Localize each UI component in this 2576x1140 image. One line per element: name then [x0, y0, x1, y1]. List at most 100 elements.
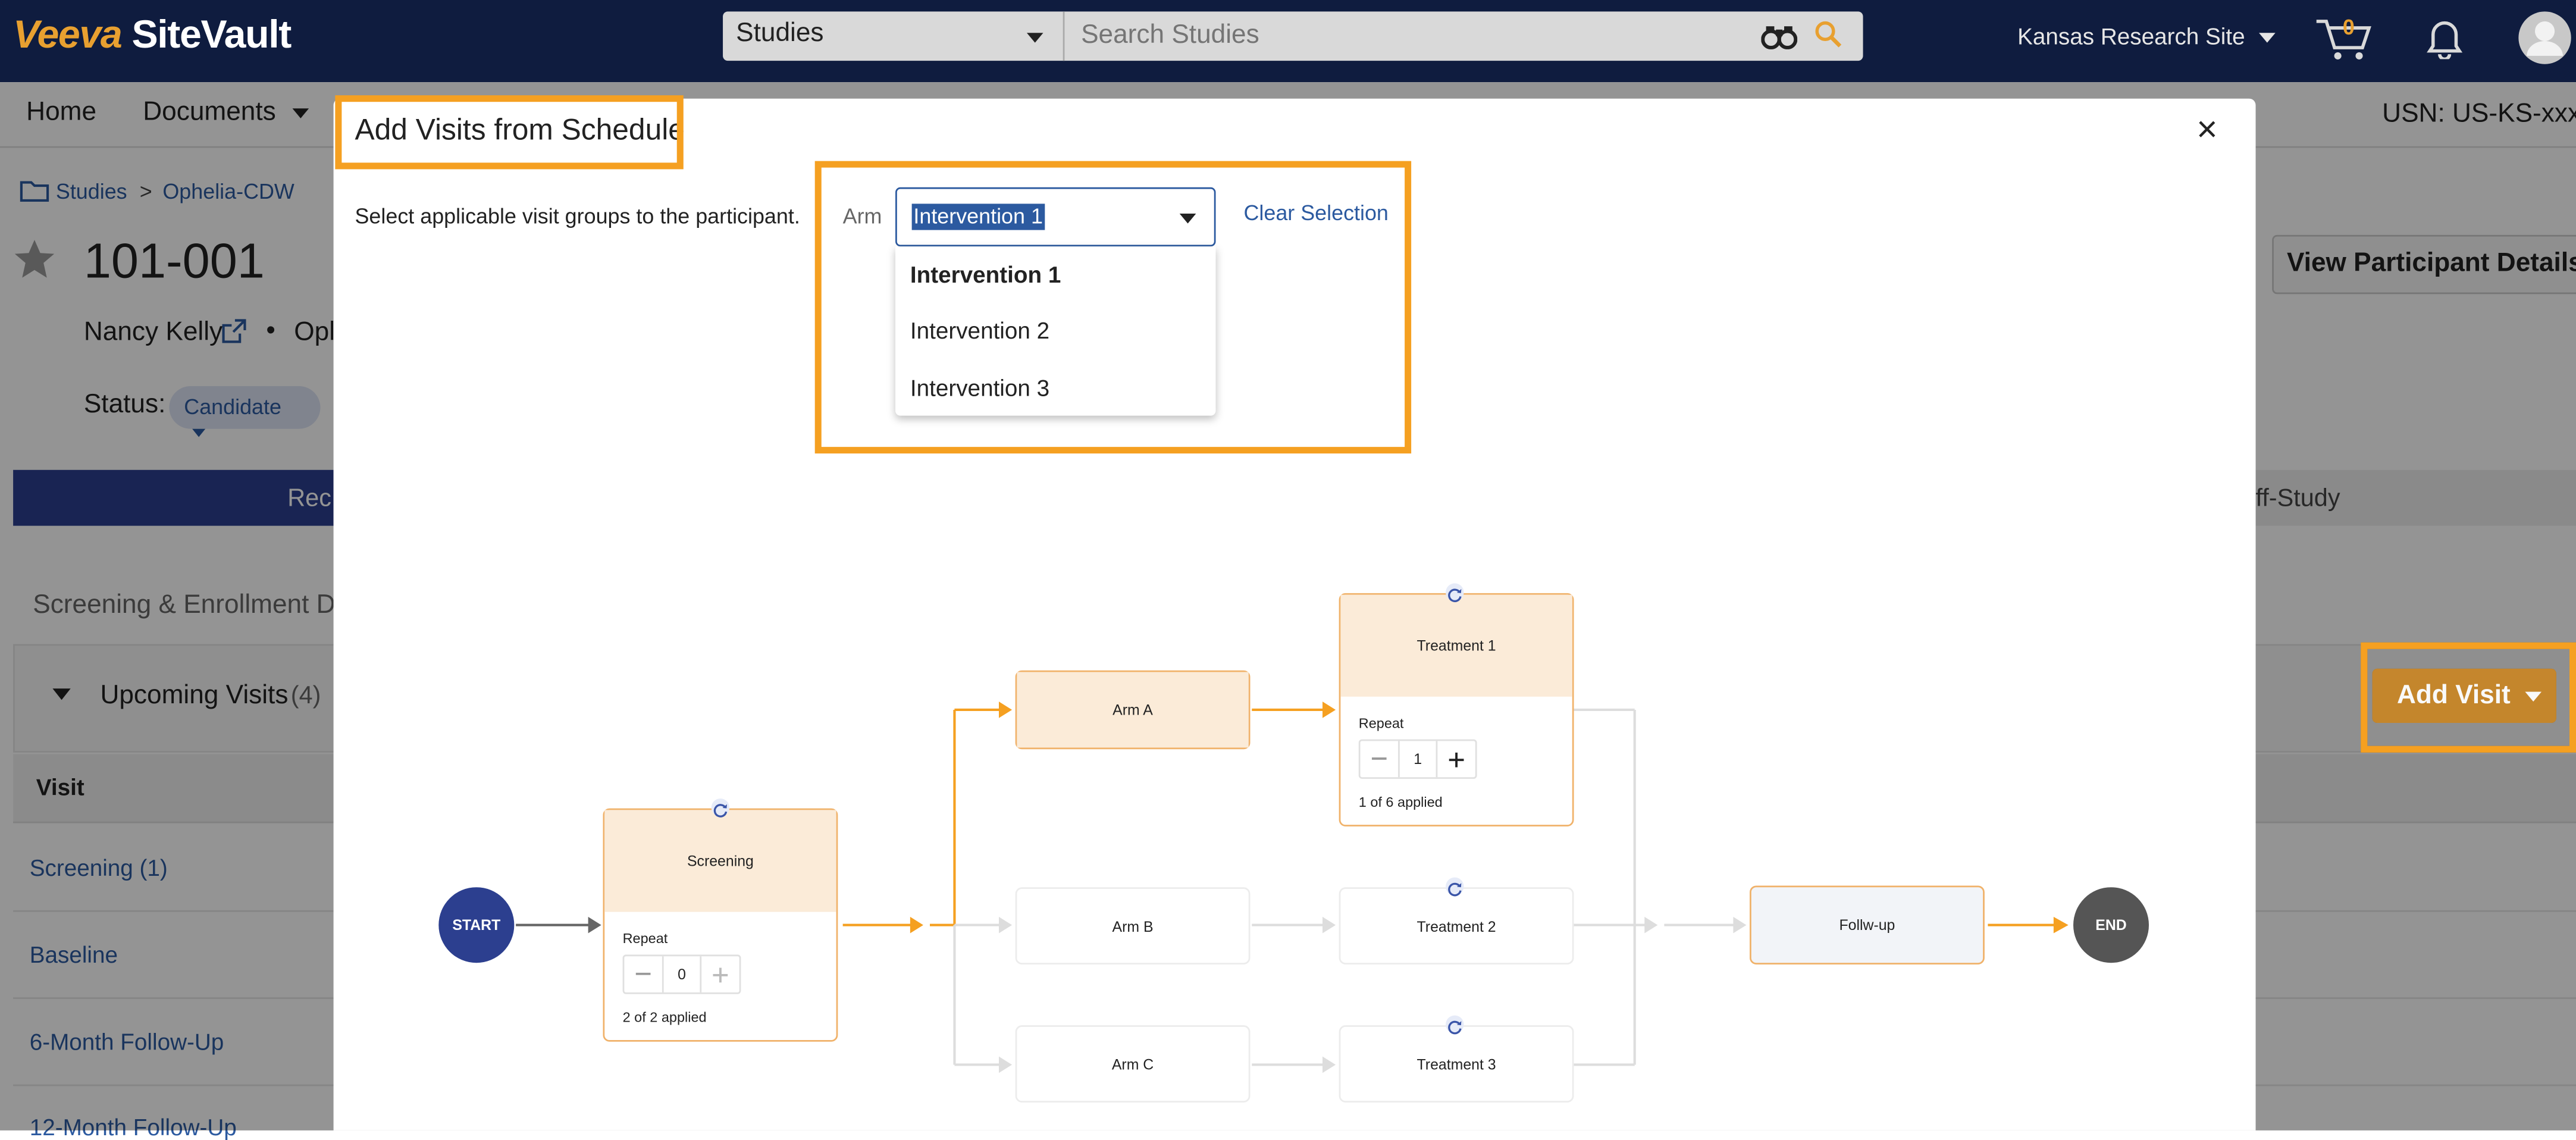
- node-label: Treatment 1: [1340, 594, 1572, 697]
- arrow-head: [998, 701, 1013, 718]
- nav-documents-label: Documents: [143, 98, 276, 127]
- arrow-head: [588, 916, 601, 934]
- applied-count: 1 of 6 applied: [1358, 793, 1443, 810]
- flow-node-treatment-1[interactable]: Treatment 1 Repeat 1 1 of 6 applied: [1339, 593, 1574, 827]
- logo-brand: Veeva: [13, 13, 123, 58]
- repeat-label: Repeat: [622, 930, 668, 947]
- tab-recruit[interactable]: Rec: [287, 484, 331, 513]
- arrow-head: [998, 916, 1013, 934]
- progress-bar-rest: [2255, 469, 2576, 526]
- breadcrumb-studies[interactable]: Studies: [55, 179, 127, 204]
- app-logo[interactable]: Veeva SiteVault: [13, 13, 292, 59]
- section-screening-enrollment[interactable]: Screening & Enrollment De: [33, 591, 350, 620]
- arm-option[interactable]: Intervention 3: [910, 374, 1050, 401]
- arrow-head: [2053, 916, 2069, 934]
- chevron-down-icon: [2258, 33, 2275, 43]
- plus-icon[interactable]: [1437, 741, 1475, 777]
- refresh-icon[interactable]: [1446, 1015, 1464, 1035]
- clear-selection-link[interactable]: Clear Selection: [1243, 200, 1389, 226]
- node-label: Arm A: [1017, 672, 1249, 748]
- flow-node-arm-a[interactable]: Arm A: [1015, 670, 1251, 750]
- logo-product: SiteVault: [131, 13, 292, 58]
- stepper-value: 0: [662, 956, 701, 992]
- visit-row-link[interactable]: Screening (1): [29, 854, 168, 881]
- bell-icon[interactable]: [2425, 17, 2464, 59]
- progress-bar-active: [13, 469, 334, 526]
- arrow-head: [910, 916, 923, 934]
- flow-node-arm-b[interactable]: Arm B: [1015, 887, 1251, 965]
- search-scope-value: Studies: [736, 20, 824, 48]
- folder-icon: [20, 181, 49, 202]
- stepper-value: 1: [1398, 741, 1437, 778]
- arm-dropdown-menu: Intervention 1 Intervention 2 Interventi…: [895, 246, 1216, 416]
- flow-node-followup[interactable]: Follw-up: [1749, 885, 1985, 965]
- cart-icon[interactable]: [2313, 15, 2376, 61]
- refresh-icon[interactable]: [711, 798, 730, 818]
- flow-node-treatment-3[interactable]: Treatment 3: [1339, 1025, 1574, 1103]
- tab-off-study[interactable]: ff-Study: [2255, 484, 2340, 513]
- participant-name: Nancy Kelly: [83, 318, 223, 347]
- arm-option[interactable]: Intervention 1: [910, 261, 1061, 288]
- column-visit: Visit: [36, 773, 84, 800]
- flow-node-screening[interactable]: Screening Repeat 0 2 of 2 applied: [603, 808, 838, 1042]
- minus-icon[interactable]: [624, 956, 662, 992]
- external-link-icon[interactable]: [222, 319, 246, 343]
- arrow-head: [1323, 1056, 1336, 1073]
- search-scope-select[interactable]: Studies: [723, 11, 1065, 61]
- applied-count: 2 of 2 applied: [622, 1009, 707, 1026]
- repeat-stepper[interactable]: 0: [622, 954, 741, 994]
- upcoming-visits-title[interactable]: Upcoming Visits: [100, 682, 289, 710]
- arrow-head: [998, 1056, 1013, 1073]
- modal-instruction: Select applicable visit groups to the pa…: [355, 203, 800, 228]
- cart-count: 0: [2342, 14, 2355, 40]
- visit-row-link[interactable]: Baseline: [29, 941, 118, 968]
- binoculars-icon[interactable]: [1761, 23, 1798, 49]
- flow-node-treatment-2[interactable]: Treatment 2: [1339, 887, 1574, 965]
- upcoming-visits-count: (4): [290, 682, 321, 710]
- modal-title: Add Visits from Schedule: [355, 113, 685, 146]
- node-label: Arm B: [1112, 917, 1154, 934]
- breadcrumb-study[interactable]: Ophelia-CDW: [162, 179, 294, 204]
- arrow-head: [1323, 916, 1336, 934]
- avatar-icon[interactable]: [2517, 10, 2573, 66]
- node-label: Treatment 2: [1417, 917, 1496, 934]
- separator-dot: •: [266, 317, 275, 345]
- chevron-down-icon: [1179, 213, 1196, 224]
- chevron-down-icon: [293, 108, 310, 118]
- breadcrumb-separator: >: [139, 179, 152, 204]
- refresh-icon[interactable]: [1446, 583, 1464, 603]
- chevron-down-icon: [2524, 691, 2541, 701]
- arm-option[interactable]: Intervention 2: [910, 317, 1050, 344]
- flow-node-arm-c[interactable]: Arm C: [1015, 1025, 1251, 1103]
- participant-study: Opl: [294, 318, 336, 347]
- arrow-head: [1733, 916, 1747, 934]
- status-badge[interactable]: Candidate: [169, 386, 321, 437]
- chevron-down-icon[interactable]: [52, 688, 71, 701]
- nav-home[interactable]: Home: [26, 98, 97, 127]
- search-icon[interactable]: [1814, 20, 1844, 49]
- chevron-down-icon: [1026, 33, 1043, 43]
- status-label: Status:: [83, 391, 166, 419]
- arm-select[interactable]: Intervention 1: [895, 187, 1216, 247]
- search-input[interactable]: [1067, 11, 1758, 61]
- star-icon[interactable]: [13, 238, 56, 279]
- usn-label: USN: US-KS-xxxx: [2382, 100, 2576, 129]
- arm-select-highlight: [814, 161, 1412, 454]
- modal-title-highlight: [335, 95, 684, 170]
- add-visit-label: Add Visit: [2397, 682, 2511, 710]
- repeat-stepper[interactable]: 1: [1358, 739, 1477, 779]
- site-selector[interactable]: Kansas Research Site: [2017, 23, 2275, 49]
- add-visit-button-visible[interactable]: Add Visit: [2372, 668, 2556, 724]
- arm-label: Arm: [842, 203, 882, 228]
- visit-row-link[interactable]: 6-Month Follow-Up: [29, 1028, 224, 1055]
- close-icon[interactable]: ×: [2196, 108, 2218, 150]
- nav-documents[interactable]: Documents: [143, 98, 310, 129]
- view-participant-details-button[interactable]: View Participant Details: [2272, 234, 2576, 295]
- refresh-icon[interactable]: [1446, 877, 1464, 897]
- status-value: Candidate: [184, 394, 281, 419]
- repeat-label: Repeat: [1358, 715, 1404, 731]
- plus-icon[interactable]: [701, 956, 739, 992]
- chevron-down-icon: [192, 428, 206, 437]
- minus-icon[interactable]: [1361, 741, 1399, 777]
